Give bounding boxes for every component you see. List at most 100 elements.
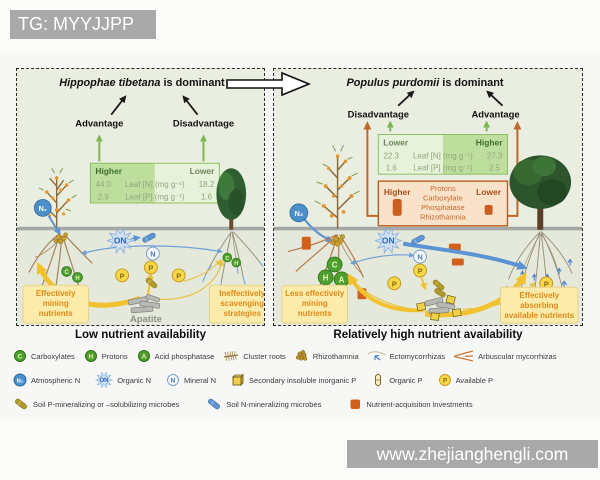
legend-item-investments: Nutrient-acquisition investments: [347, 396, 473, 412]
right-root-exudates-large: C H A: [317, 256, 350, 288]
left-n-higher: 44.0: [96, 180, 112, 189]
left-table-higher: Higher: [95, 166, 122, 176]
mineral-n-icon: N: [166, 374, 179, 386]
soil-p-microbe-icon: [432, 279, 445, 291]
right-table-higher: Higher: [476, 137, 503, 147]
left-panel: Hippophae tibetana is dominant Advantage…: [16, 68, 265, 326]
ectomycorrhizas-icon: [367, 351, 386, 361]
atmospheric-n-icon: N₂: [13, 373, 27, 387]
legend-item-acid-phosphatase: A Acid phosphatase: [136, 348, 214, 364]
svg-text:A: A: [339, 275, 345, 284]
svg-text:N: N: [150, 250, 155, 259]
acid-phosphatase-icon: A: [137, 350, 150, 362]
left-scene: Hippophae tibetana is dominant Advantage…: [17, 77, 264, 325]
left-p-lower: 1.6: [201, 192, 213, 201]
svg-text:C: C: [332, 260, 338, 269]
protons-icon: H: [84, 350, 97, 362]
right-soil-line: [274, 226, 582, 231]
svg-text:P: P: [442, 377, 447, 384]
arbuscular-mycorrhizas-icon: [453, 350, 474, 362]
right-rhizothamnia-nodule: [330, 234, 345, 247]
right-title: Populus purdomii is dominant: [346, 77, 503, 89]
svg-text:N: N: [417, 253, 422, 262]
legend-item-cluster-roots: Cluster roots: [222, 348, 286, 364]
apatite-label: Apatite: [130, 313, 162, 324]
left-p-higher: 2.9: [98, 192, 110, 201]
left-poplar-exudates: C H: [222, 252, 241, 268]
right-leaf-table: Lower Higher 22.3 Leaf [N] (mg g⁻¹) 27.3…: [377, 133, 508, 175]
svg-text:C: C: [225, 256, 229, 262]
hippophae-shrub: [36, 167, 77, 228]
apatite-rocks: [127, 294, 161, 314]
legend-row-1: C Carboxylates H Protons A Acid phosphat…: [12, 348, 590, 364]
svg-text:ON: ON: [100, 378, 109, 384]
legend-item-soil-n-microbes: Soil N-mineralizing microbes: [205, 396, 321, 412]
left-atmospheric-n: N₂: [33, 199, 61, 236]
right-on-symbol: ON: [382, 236, 395, 246]
right-green-arrows: [386, 120, 491, 132]
right-panel: Populus purdomii is dominant Disadvantag…: [273, 68, 583, 326]
legend-row-3: Soil P-mineralizing or –solubilizing mic…: [12, 396, 590, 412]
left-available-p-circles: P P P: [115, 260, 186, 283]
insoluble-p-rocks: [416, 288, 462, 321]
investments-icon: [350, 399, 361, 409]
legend-item-arbuscular-mycorrhizas: Arbuscular mycorrhizas: [453, 348, 556, 364]
available-p-icon: P: [438, 374, 451, 386]
right-investment-box: Higher Protons Carboxylate Phosphatase R…: [377, 180, 509, 227]
right-p-higher: 2.5: [489, 164, 501, 173]
svg-text:Ineffectively: Ineffectively: [219, 289, 264, 298]
svg-text:C: C: [64, 270, 69, 276]
svg-text:nutrients: nutrients: [39, 309, 73, 318]
right-n-label: Leaf [N] (mg g⁻¹): [413, 151, 473, 160]
svg-text:H: H: [75, 276, 79, 282]
svg-text:mining: mining: [302, 299, 328, 308]
right-p-lower: 1.6: [386, 164, 398, 173]
left-table-lower: Lower: [190, 166, 216, 176]
right-n2-symbol: N₂: [294, 209, 303, 218]
legend: C Carboxylates H Protons A Acid phosphat…: [12, 348, 590, 412]
investment-bar-small: [484, 204, 493, 215]
right-absorbing-box: Effectively absorbing available nutrient…: [500, 286, 579, 324]
soil-p-microbe-icon: [145, 277, 158, 289]
left-on-symbol: ON: [114, 236, 127, 246]
legend-item-available-p: P Available P: [437, 372, 493, 388]
soil-n-microbes-icon: [208, 398, 221, 410]
svg-text:H: H: [88, 353, 93, 360]
svg-text:P: P: [120, 271, 125, 280]
right-mineral-n: N: [413, 249, 428, 264]
right-p-label: Leaf [P] (mg g⁻¹): [413, 164, 473, 173]
svg-text:Lower: Lower: [476, 187, 502, 197]
svg-text:P: P: [176, 271, 181, 280]
legend-item-organic-n: ON Organic N: [94, 371, 151, 389]
svg-text:nutrients: nutrients: [298, 309, 333, 318]
svg-text:Rhizothamnia: Rhizothamnia: [420, 212, 466, 221]
left-n2-symbol: N₂: [39, 206, 47, 213]
svg-text:H: H: [234, 261, 238, 267]
organic-n-starburst: [106, 227, 135, 255]
legend-item-secondary-insoluble-p: Secondary insoluble inorganic P: [230, 372, 356, 388]
left-caption: Low nutrient availability: [75, 329, 206, 341]
main-figure: Hippophae tibetana is dominant Advantage…: [0, 55, 600, 420]
legend-item-mineral-n: N Mineral N: [165, 372, 216, 388]
right-available-p-circles: P P P: [387, 263, 554, 291]
legend-item-ectomycorrhizas: Ectomycorrhizas: [367, 348, 445, 364]
svg-text:C: C: [18, 353, 23, 360]
svg-text:Higher: Higher: [384, 187, 411, 197]
left-mineral-n: N: [145, 246, 160, 261]
left-root-exudates: C H: [61, 266, 83, 283]
transition-arrow: [226, 71, 312, 97]
legend-item-protons: H Protons: [83, 348, 128, 364]
legend-item-rhizothamnia: Rhizothamnia: [294, 348, 359, 364]
right-scene: Populus purdomii is dominant Disadvantag…: [274, 77, 582, 325]
svg-text:P: P: [392, 279, 397, 288]
left-n-label: Leaf [N] (mg g⁻¹): [125, 180, 185, 189]
left-title-arrows: [110, 95, 199, 116]
soil-p-microbes-icon: [15, 398, 27, 410]
svg-text:A: A: [141, 353, 146, 360]
right-advantage-label: Advantage: [471, 109, 519, 120]
left-green-arrows: [95, 134, 207, 162]
right-title-arrows: [397, 90, 504, 107]
secondary-insoluble-p-icon: [232, 374, 245, 386]
right-table-lower: Lower: [383, 137, 409, 147]
